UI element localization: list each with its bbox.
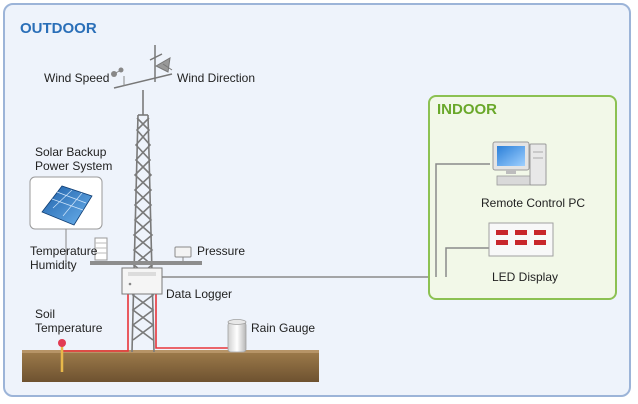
pressure-sensor-icon: [174, 246, 192, 262]
temperature-humidity-sensor-icon: [94, 237, 108, 261]
sensor-crossbar: [90, 261, 202, 265]
wind-direction-icon: [154, 57, 173, 73]
humidity-label: Humidity: [30, 258, 77, 272]
data-logger-icon: [121, 267, 163, 295]
solar-panel-icon: [29, 176, 103, 230]
soil-temperature-label-line1: Soil: [35, 307, 56, 321]
rain-gauge-label: Rain Gauge: [251, 321, 316, 335]
outdoor-title: OUTDOOR: [20, 20, 97, 37]
temperature-label: Temperature: [30, 244, 98, 258]
wind-speed-label: Wind Speed: [44, 71, 110, 85]
soil-temperature-label-line2: Temperature: [35, 321, 103, 335]
data-logger-label: Data Logger: [166, 287, 233, 301]
sensor-cables: [62, 292, 236, 352]
indoor-panel: [428, 95, 617, 300]
wind-speed-icon: [111, 67, 125, 86]
data-cables: [162, 163, 490, 278]
solar-backup-label-line1: Solar Backup: [35, 145, 107, 159]
solar-backup-label-line2: Power System: [35, 159, 113, 173]
indoor-title: INDOOR: [437, 101, 497, 118]
led-display-icon: [488, 222, 554, 257]
wind-direction-label: Wind Direction: [177, 71, 256, 85]
ground: [22, 350, 319, 382]
soil-temperature-probe-icon: [58, 339, 66, 372]
pressure-label: Pressure: [197, 244, 246, 258]
tower: [131, 90, 155, 353]
remote-pc-icon: [492, 141, 547, 186]
led-display-label: LED Display: [492, 270, 559, 284]
rain-gauge-icon: [227, 319, 247, 353]
remote-pc-label: Remote Control PC: [481, 196, 586, 210]
